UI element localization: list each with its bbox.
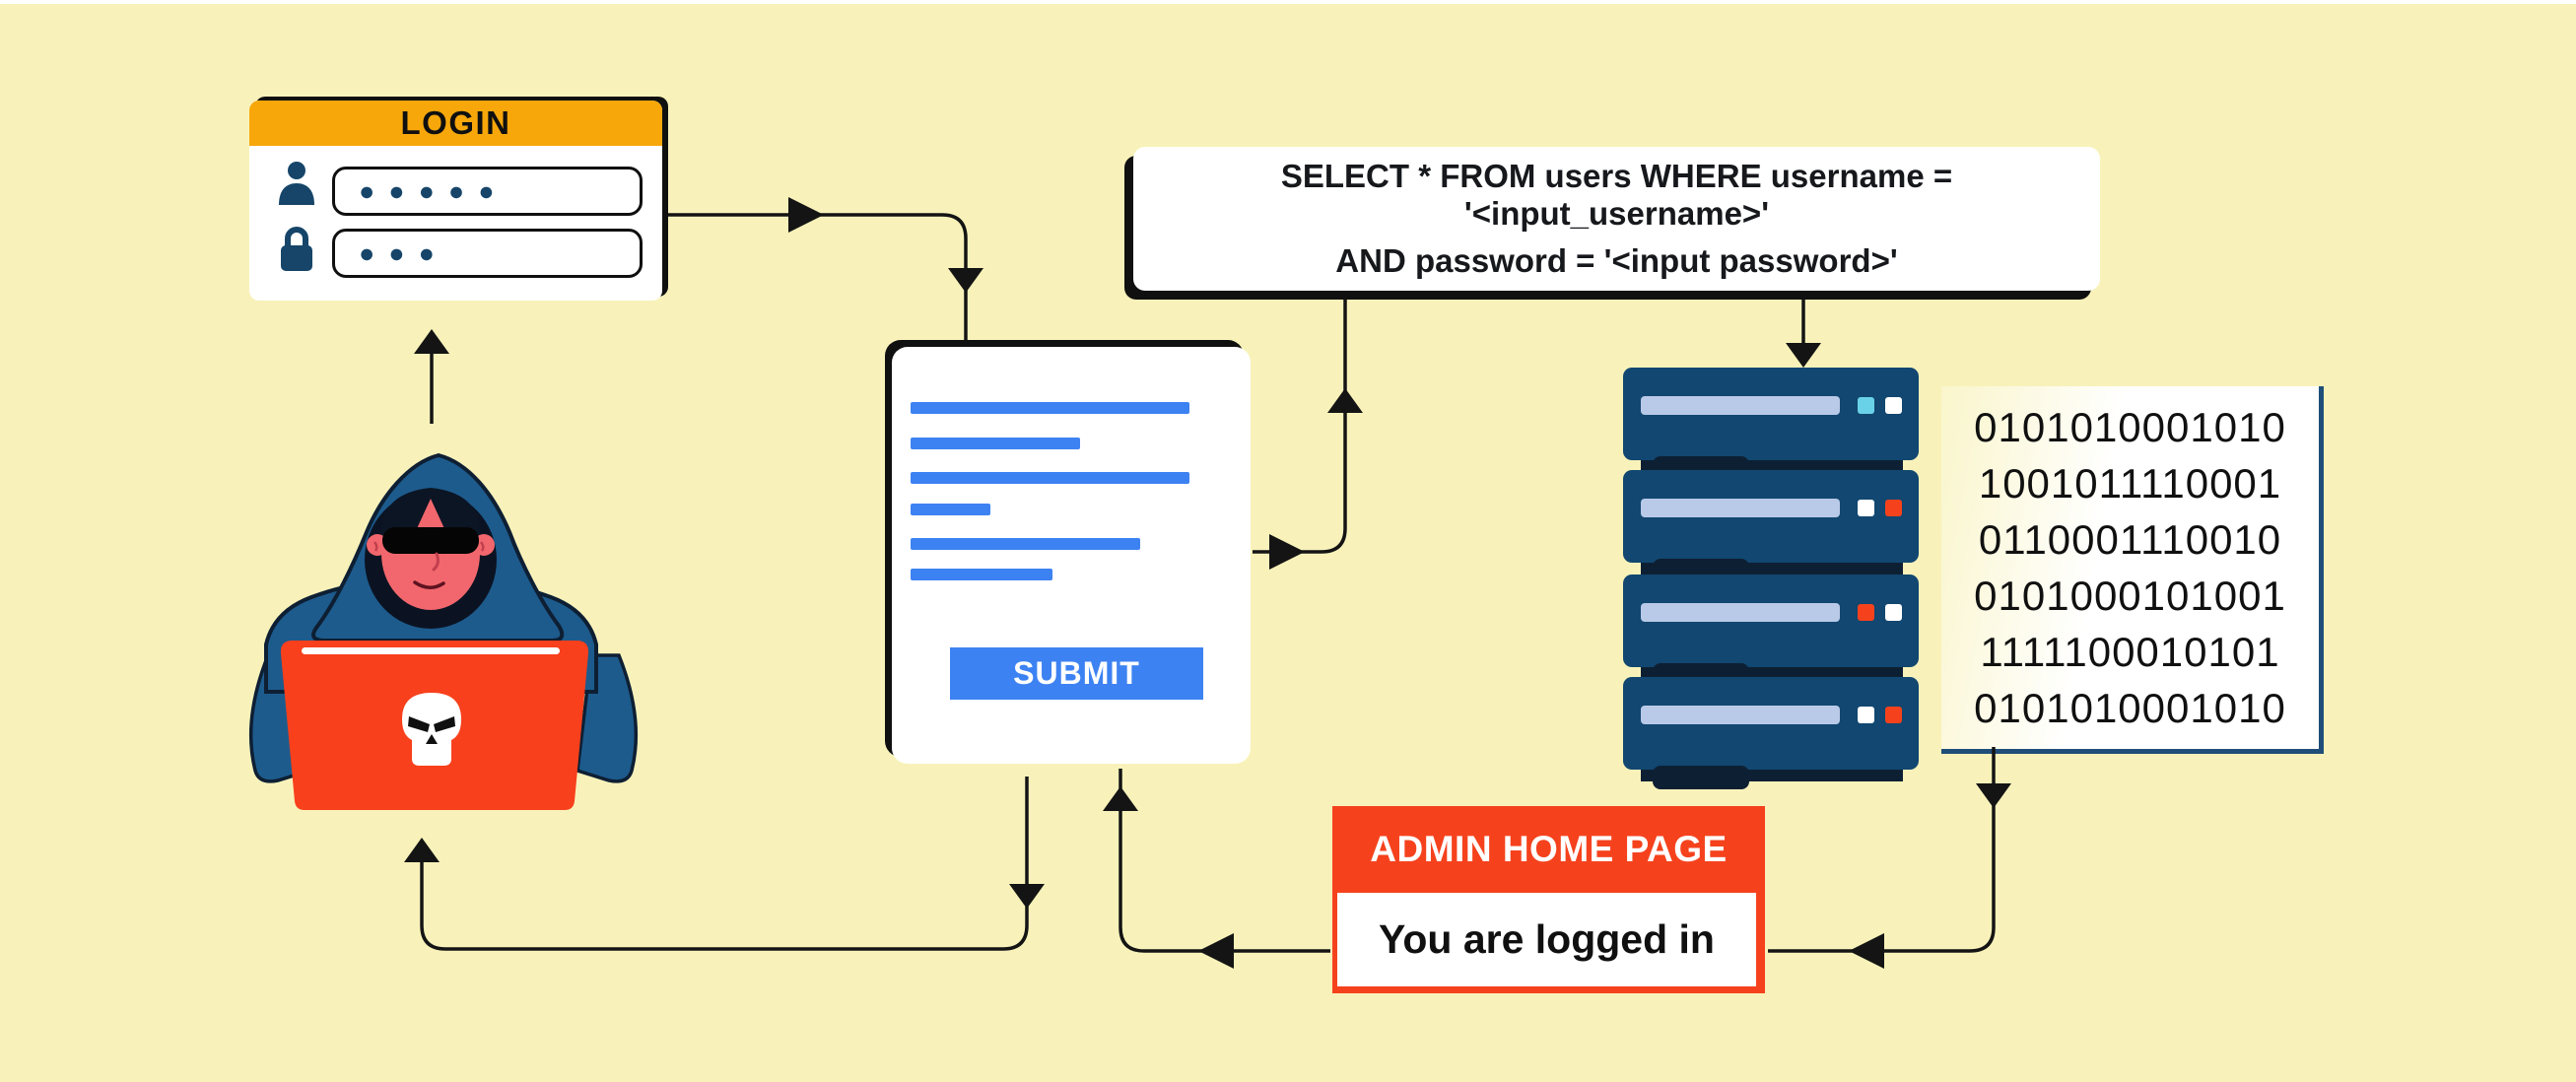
text-skeleton-line [911, 569, 1052, 580]
server-led [1858, 397, 1874, 414]
binary-line: 0101000101001 [1974, 573, 2286, 619]
binary-line: 1001011110001 [1978, 460, 2282, 507]
server-led [1885, 707, 1902, 723]
text-skeleton-line [911, 438, 1080, 449]
text-skeleton-line [911, 538, 1140, 550]
server-led [1885, 397, 1902, 414]
server-led [1858, 707, 1874, 723]
arrow-form-to-sql [1253, 293, 1347, 554]
server-unit [1623, 368, 1919, 480]
server-led [1858, 604, 1874, 621]
text-skeleton-line [911, 472, 1189, 484]
arrow-form-to-hacker [420, 777, 1029, 951]
server-drive-slot [1641, 396, 1840, 415]
password-dots: ●●● [359, 237, 448, 268]
server-drive-slot [1641, 499, 1840, 517]
laptop-highlight [302, 647, 560, 654]
hacker-illustration [248, 452, 639, 810]
server-unit [1623, 575, 1919, 687]
server-led [1885, 500, 1902, 516]
form-card: SUBMIT [892, 347, 1251, 764]
server-unit [1623, 470, 1919, 582]
server-led [1885, 604, 1902, 621]
admin-header-label: ADMIN HOME PAGE [1370, 829, 1728, 869]
server-drive-slot [1641, 603, 1840, 622]
server-led [1858, 500, 1874, 516]
lock-icon [281, 227, 312, 271]
binary-line: 1111100010101 [1980, 629, 2280, 675]
arrow-admin-to-form [1119, 769, 1330, 953]
binary-line: 0110001110010 [1978, 516, 2282, 563]
sql-query-line1: SELECT * FROM users WHERE username = '<i… [1280, 158, 1953, 232]
binary-line: 0101010001010 [1974, 404, 2286, 450]
text-skeleton-line [911, 402, 1189, 414]
binary-code-panel: 0101010001010 1001011110001 0110001110010 0… [1941, 386, 2324, 754]
sql-query-line2: AND password = '<input password>' [1335, 242, 1898, 279]
admin-home-page-box: ADMIN HOME PAGE You are logged in [1332, 806, 1765, 993]
arrow-server-to-admin [1768, 747, 1996, 953]
top-edge-strip [0, 0, 2576, 4]
username-dots: ●●●●● [359, 175, 508, 206]
text-skeleton-line [911, 504, 990, 515]
submit-button[interactable]: SUBMIT [950, 647, 1203, 700]
arrow-login-to-form [666, 213, 968, 343]
logged-in-message: You are logged in [1337, 893, 1756, 986]
username-field[interactable]: ●●●●● [332, 167, 643, 216]
password-field[interactable]: ●●● [332, 229, 643, 278]
server-drive-slot [1641, 706, 1840, 724]
hacker-hair [381, 488, 480, 535]
user-icon [279, 162, 314, 205]
server-unit [1623, 677, 1919, 789]
hacker-nose [432, 552, 440, 572]
login-card: LOGIN ●●●●● ●●● [249, 101, 662, 301]
binary-line: 0101010001010 [1974, 685, 2286, 731]
login-card-title: LOGIN [249, 101, 662, 146]
skull-icon [402, 693, 461, 766]
sunglasses [382, 527, 479, 554]
database-server [1623, 368, 1919, 789]
hacker-smile [413, 580, 445, 589]
sql-query-box: SELECT * FROM users WHERE username = '<i… [1133, 147, 2100, 291]
